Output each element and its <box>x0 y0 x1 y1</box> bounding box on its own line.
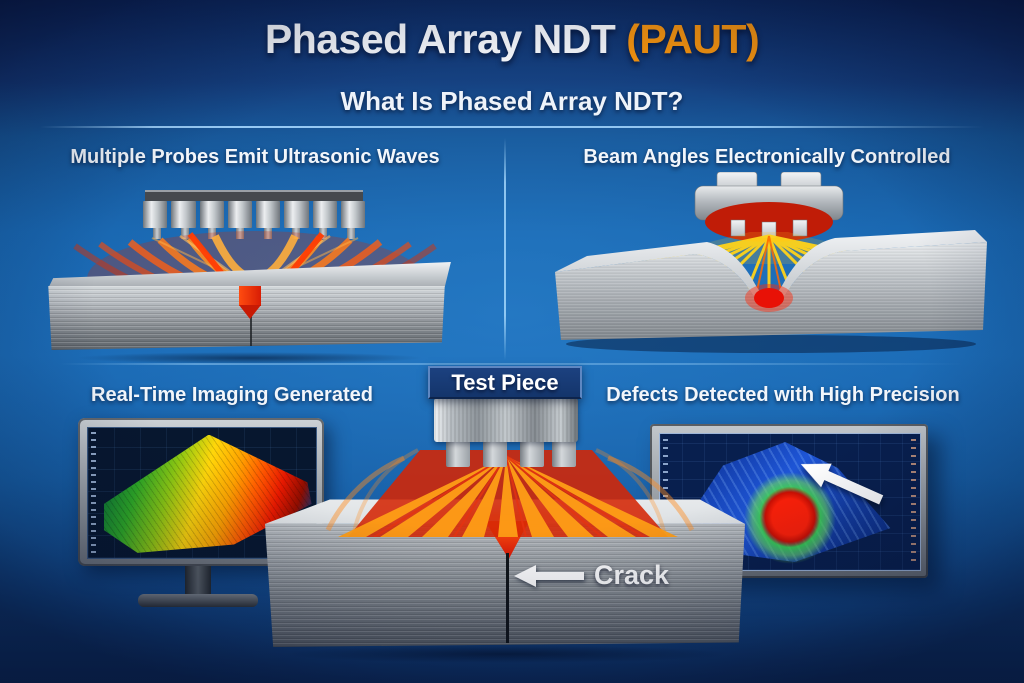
header-divider <box>40 126 984 128</box>
crack-annotation: Crack <box>512 560 669 591</box>
vertical-divider <box>504 138 506 360</box>
page-title-accent: (PAUT) <box>626 16 760 62</box>
page-title-main: Phased Array NDT <box>264 16 627 62</box>
crack-line <box>506 553 509 643</box>
steel-block-top-left <box>45 262 455 354</box>
page-title: Phased Array NDT (PAUT) <box>0 16 1024 63</box>
block-shadow <box>280 645 730 663</box>
monitor-stand <box>185 566 211 596</box>
label-multiple-probes: Multiple Probes Emit Ultrasonic Waves <box>70 146 440 168</box>
scale-ticks-right <box>911 439 916 565</box>
crack-label: Crack <box>594 560 670 590</box>
probe-array-bar <box>145 190 363 201</box>
label-defects-detected: Defects Detected with High Precision <box>606 384 960 406</box>
internal-defect <box>239 286 261 306</box>
probe-pin <box>446 441 470 467</box>
test-piece-label: Test Piece <box>428 366 582 399</box>
center-probe <box>434 398 578 442</box>
label-beam-angles: Beam Angles Electronically Controlled <box>583 146 951 168</box>
probe-pin <box>520 441 544 467</box>
page-subtitle: What Is Phased Array NDT? <box>340 86 684 116</box>
arrow-left-icon <box>514 564 584 587</box>
steered-probe <box>694 172 844 242</box>
steel-block-top-face <box>48 262 451 288</box>
monitor-base <box>138 594 258 607</box>
center-beam-fan <box>325 448 695 537</box>
probe-pin <box>552 441 576 467</box>
surface-defect <box>754 288 784 308</box>
test-piece-text: Test Piece <box>451 369 559 395</box>
defect-indication <box>753 485 826 548</box>
scale-ticks <box>91 432 96 554</box>
block-shadow <box>75 352 425 364</box>
probe-pin <box>483 441 507 467</box>
beam-steering-diagram <box>555 172 987 353</box>
label-real-time-imaging: Real-Time Imaging Generated <box>91 384 373 406</box>
